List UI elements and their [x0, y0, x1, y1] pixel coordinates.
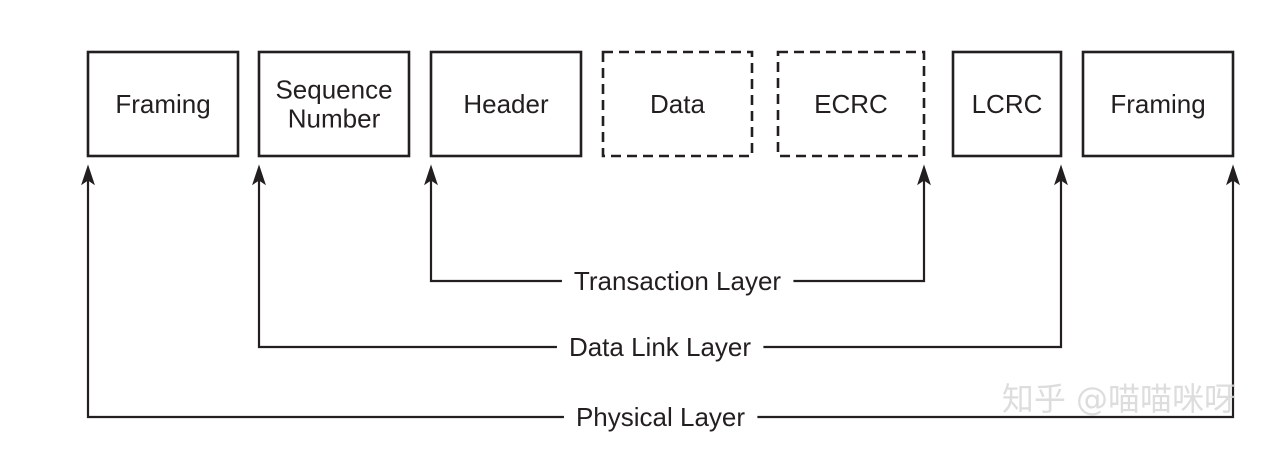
connector-line-right-data-link-layer — [763, 178, 1063, 349]
field-box-sequence-number — [257, 50, 411, 158]
field-label-framing-end: Framing — [1110, 89, 1205, 119]
field-label-header: Header — [463, 89, 549, 119]
connector-line-right-transaction-layer — [793, 178, 926, 283]
field-box-header — [429, 50, 583, 158]
arrowhead-left-physical-layer — [81, 164, 95, 186]
arrowhead-right-data-link-layer — [1054, 164, 1068, 186]
layer-label-physical-layer: Physical Layer — [576, 402, 745, 432]
field-lcrc: LCRC — [951, 50, 1063, 158]
field-box-ecrc — [776, 50, 926, 158]
field-box-framing-start — [86, 50, 240, 158]
field-box-data — [601, 50, 754, 158]
arrowhead-right-physical-layer — [1226, 164, 1240, 186]
watermark-text: 知乎 @喵喵咪呀 — [1002, 380, 1236, 418]
layer-label-transaction-layer: Transaction Layer — [574, 266, 781, 296]
arrowhead-left-data-link-layer — [252, 164, 266, 186]
arrowhead-right-transaction-layer — [917, 164, 931, 186]
layer-label-data-link-layer: Data Link Layer — [569, 332, 751, 362]
field-box-framing-end — [1081, 50, 1235, 158]
field-label-data: Data — [650, 89, 705, 119]
connector-physical-layer: Physical Layer — [81, 164, 1240, 432]
arrowhead-left-transaction-layer — [424, 164, 438, 186]
field-header: Header — [429, 50, 583, 158]
field-framing-start: Framing — [86, 50, 240, 158]
field-framing-end: Framing — [1081, 50, 1235, 158]
connector-line-left-data-link-layer — [257, 178, 557, 349]
connector-line-right-physical-layer — [757, 178, 1235, 419]
field-label-ecrc: ECRC — [814, 89, 888, 119]
connector-line-left-physical-layer — [86, 178, 564, 419]
field-data: Data — [601, 50, 754, 158]
field-label-sequence-number-line-2: Number — [288, 104, 381, 134]
field-box-lcrc — [951, 50, 1063, 158]
field-ecrc: ECRC — [776, 50, 926, 158]
field-label-lcrc: LCRC — [972, 89, 1043, 119]
field-label-framing-start: Framing — [115, 89, 210, 119]
field-label-sequence-number-line-1: Sequence — [275, 75, 392, 105]
connector-line-left-transaction-layer — [429, 178, 562, 283]
connector-transaction-layer: Transaction Layer — [424, 164, 931, 296]
connector-data-link-layer: Data Link Layer — [252, 164, 1068, 362]
